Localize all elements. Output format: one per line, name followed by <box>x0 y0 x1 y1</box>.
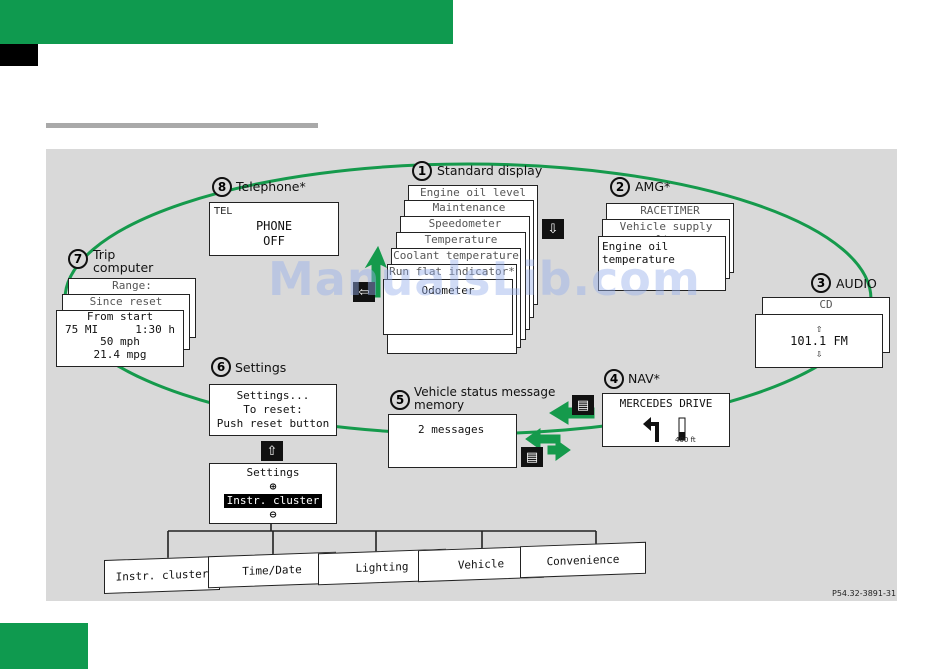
step-number-6: 6 <box>211 357 231 377</box>
down-arrow-icon: ⇩ <box>815 347 823 360</box>
settings-line2: To reset: <box>243 403 303 416</box>
radio-display: ⇧ 101.1 FM ⇩ <box>755 314 883 368</box>
distance-label: 400 ft <box>675 436 696 444</box>
menu-diagram: 8 Telephone* TEL PHONE OFF 1 Standard di… <box>46 149 897 601</box>
odometer-display: Odometer <box>383 279 513 335</box>
engine-oil-temp-display: Engine oil temperature <box>598 236 726 291</box>
trip-title-line1: Trip <box>93 247 116 262</box>
header-bar <box>0 0 453 44</box>
trip-distance: 75 MI <box>65 322 99 336</box>
figure-code: P54.32-3891-31 <box>832 589 897 598</box>
minus-icon: ⊖ <box>269 507 277 521</box>
street-name: MERCEDES DRIVE <box>619 397 713 410</box>
status-title-line2: memory <box>414 398 465 412</box>
step-number-2: 2 <box>610 177 630 197</box>
submenu-tree <box>167 524 597 559</box>
message-count: 2 messages <box>418 423 485 436</box>
display-icon: ▤ <box>521 447 543 467</box>
step-number-3: 3 <box>811 273 831 293</box>
odometer-label: Odometer <box>421 284 475 297</box>
status-title-line1: Vehicle status message <box>414 385 556 399</box>
trip-title-line2: computer <box>93 260 154 275</box>
phone-line1: PHONE <box>255 219 293 233</box>
settings-sub-title: Settings <box>246 465 300 479</box>
display-icon: ⇦ <box>353 282 375 302</box>
submenu-instr-cluster: Instr. cluster <box>104 555 220 595</box>
radio-station: 101.1 FM <box>790 334 848 348</box>
trip-time: 1:30 h <box>135 322 175 336</box>
right-arrow-icon <box>547 439 571 461</box>
settings-display: Settings... To reset: Push reset button <box>209 384 337 436</box>
status-message-display: 2 messages <box>388 414 517 468</box>
step-number-8: 8 <box>212 177 232 197</box>
turn-left-icon <box>643 417 686 442</box>
settings-title: Settings <box>235 360 287 375</box>
step-number-7: 7 <box>68 249 88 269</box>
audio-title: AUDIO <box>836 276 877 291</box>
footer-tab <box>0 623 88 669</box>
heading-rule <box>46 123 318 128</box>
settings-line3: Push reset button <box>216 417 330 430</box>
navigation-display: MERCEDES DRIVE 400 ft <box>602 393 730 447</box>
trip-consumption: 21.4 mpg <box>93 347 147 361</box>
nav-title: NAV* <box>628 371 660 386</box>
step-number-5: 5 <box>390 390 410 410</box>
telephone-display: TEL PHONE OFF <box>209 202 339 256</box>
tel-label: TEL <box>214 206 232 217</box>
selected-submenu: Instr. cluster <box>223 493 323 508</box>
step-number-1: 1 <box>412 161 432 181</box>
trip-line1: From start <box>86 310 154 323</box>
up-arrow-icon: ⇧ <box>815 322 823 335</box>
submenu-convenience: Convenience <box>520 541 646 579</box>
step-number-4: 4 <box>604 369 624 389</box>
up-arrow-icon <box>364 245 387 298</box>
display-icon: ▤ <box>572 395 594 415</box>
settings-submenu-display: Settings ⊕ Instr. cluster ⊖ <box>209 463 337 524</box>
section-tab <box>0 44 38 66</box>
trip-line2: 75 MI 1:30 h <box>57 322 183 337</box>
standard-title: Standard display <box>437 163 543 178</box>
phone-line2: OFF <box>263 234 285 248</box>
submenu-time-date: Time/Date <box>208 551 336 589</box>
telephone-title: Telephone* <box>236 179 306 194</box>
left-arrow-icon <box>525 428 561 450</box>
plus-icon: ⊕ <box>269 479 277 493</box>
amg-title: AMG* <box>635 179 671 194</box>
down-arrow-icon: ⇩ <box>542 219 564 239</box>
settings-line1: Settings... <box>236 389 310 402</box>
up-arrow-icon: ⇧ <box>261 441 283 461</box>
trip-speed: 50 mph <box>100 335 140 348</box>
trip-display: From start 75 MI 1:30 h 50 mph 21.4 mpg <box>56 310 184 367</box>
